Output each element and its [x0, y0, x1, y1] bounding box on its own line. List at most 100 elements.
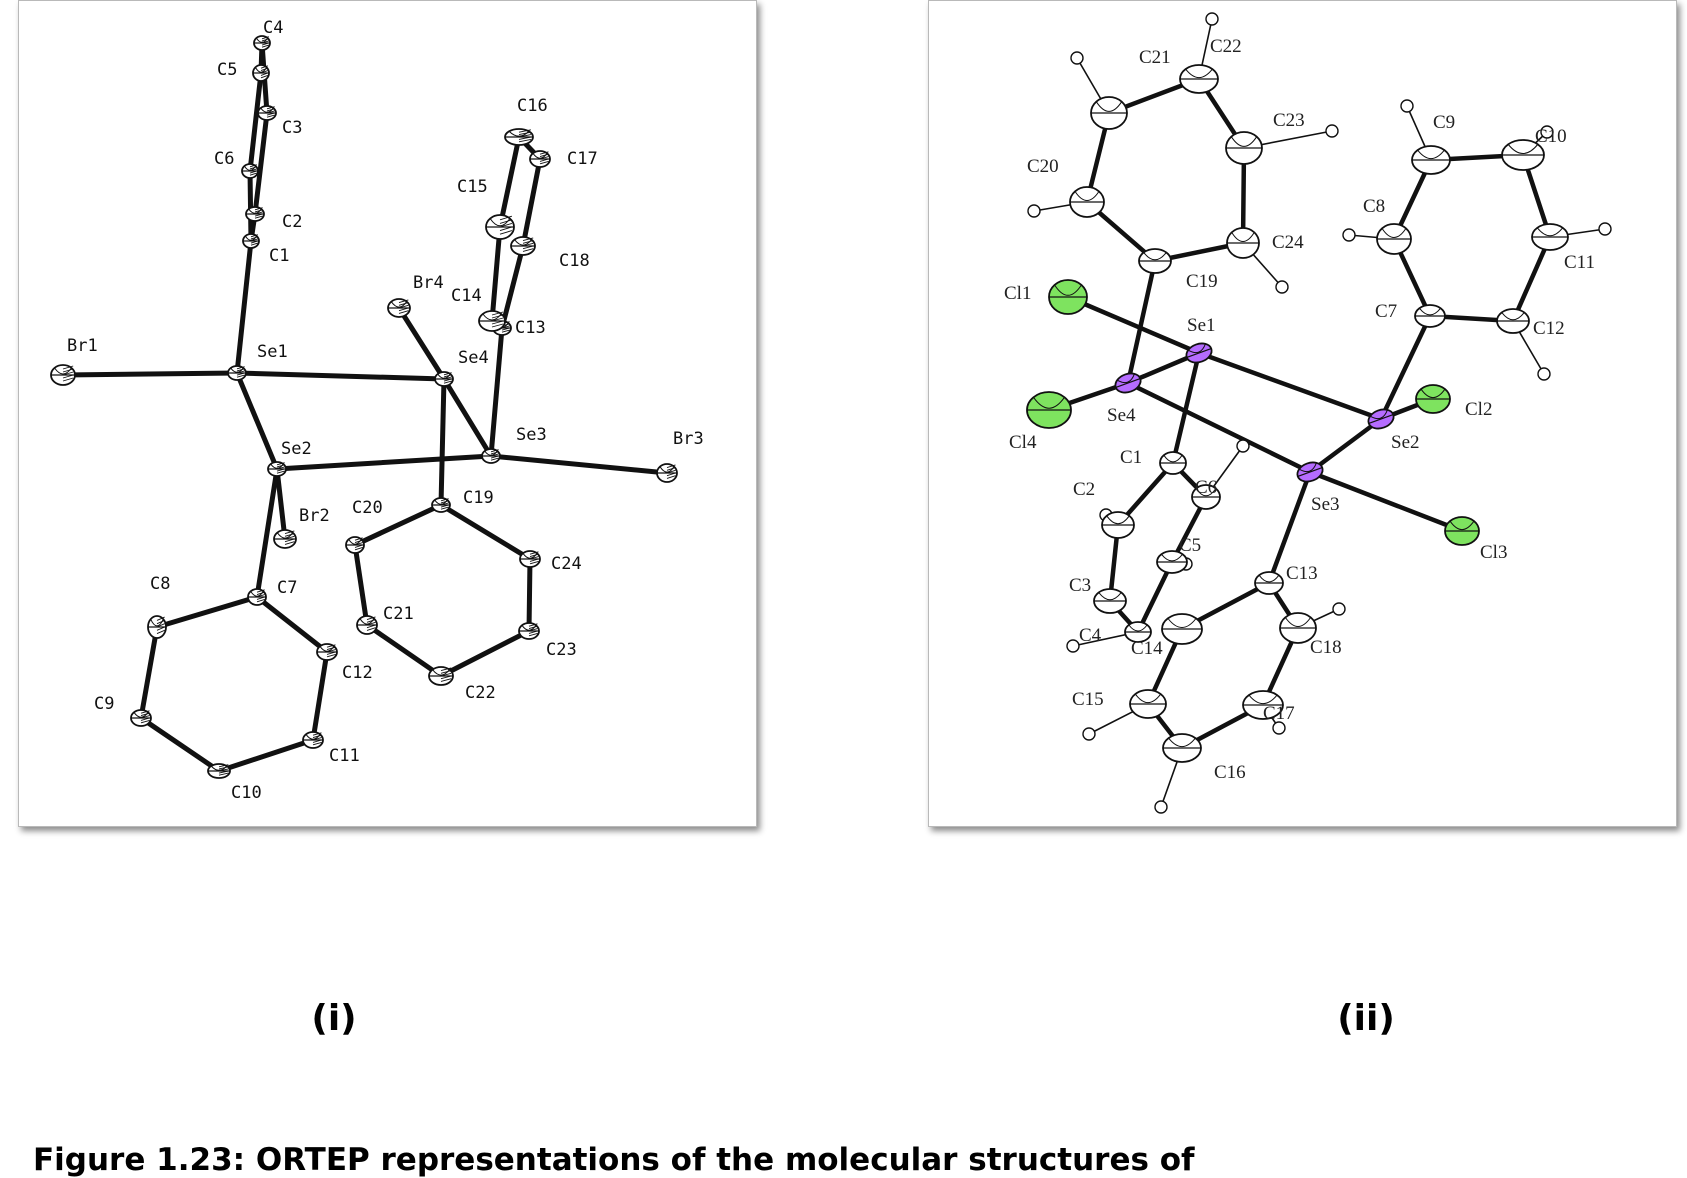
octant-shading	[666, 469, 676, 474]
octant-shading	[261, 40, 269, 44]
octant-shading	[398, 299, 409, 304]
atom-c10	[207, 763, 231, 779]
atom-label-c11: C11	[1564, 252, 1595, 273]
bond-se3-c13	[488, 325, 505, 459]
octant-shading	[366, 619, 376, 623]
hydrogen-atom	[1400, 99, 1414, 113]
atom-label-c20: C20	[352, 498, 383, 518]
octant-shading	[249, 168, 257, 172]
octant-shading	[266, 108, 275, 112]
octant-shading	[62, 365, 74, 370]
atom-label-se1: Se1	[1187, 315, 1216, 336]
octant-shading	[398, 310, 409, 314]
bond-c11-c12	[1510, 234, 1553, 324]
octant-shading	[499, 215, 513, 221]
octant-shading	[250, 238, 258, 242]
atom-c20	[345, 536, 365, 554]
octant-shading	[518, 134, 531, 138]
panel-label-ii: (ii)	[1337, 998, 1395, 1039]
atom-c2	[245, 206, 265, 222]
atom-label-c19: C19	[1186, 271, 1218, 292]
principal-axis	[1098, 592, 1122, 601]
atom-label-c17: C17	[1263, 703, 1295, 724]
atoms	[50, 35, 678, 779]
octant-shading	[140, 712, 150, 717]
octant-shading	[528, 623, 538, 627]
principal-axis	[1115, 377, 1141, 389]
octant-shading	[528, 630, 538, 634]
octant-shading	[260, 67, 268, 72]
atom-se2	[1367, 408, 1395, 430]
atom-c11	[302, 731, 324, 749]
octant-shading	[266, 110, 275, 114]
bond-c11-c12	[310, 649, 330, 743]
hydrogen-atom	[1275, 280, 1289, 294]
octant-shading	[260, 72, 268, 76]
bond-c15-c16	[497, 134, 522, 230]
principal-axis	[1297, 466, 1323, 478]
atom-c1	[242, 233, 260, 249]
bond-se1-se2	[234, 370, 280, 472]
bond-se1-se4	[234, 370, 447, 382]
atom-c24	[519, 550, 541, 568]
atom-c20	[1069, 186, 1105, 218]
octant-shading	[326, 649, 336, 653]
atom-br3	[656, 463, 678, 483]
octant-shading	[254, 213, 263, 217]
octant-shading	[491, 317, 504, 322]
hydrogen-atom	[1598, 222, 1612, 236]
atom-label-se2: Se2	[1391, 432, 1420, 453]
bond-c12-c7	[254, 594, 330, 655]
octant-shading	[326, 651, 336, 655]
octant-shading	[443, 374, 452, 378]
octant-shading	[312, 734, 322, 739]
bond-se4-se3	[441, 376, 494, 459]
octant-shading	[528, 628, 538, 632]
atom-label-c3: C3	[1069, 575, 1091, 596]
atom-label-c23: C23	[546, 640, 577, 660]
atom-c5	[1156, 550, 1188, 574]
octant-shading	[62, 368, 74, 373]
hydrogen-atom	[1537, 367, 1551, 381]
atom-label-c1: C1	[269, 246, 289, 266]
atom-label-br3: Br3	[673, 429, 704, 449]
octant-shading	[398, 302, 409, 306]
octant-shading	[140, 710, 150, 714]
bond-se4-se3	[1125, 380, 1313, 475]
bond-se3-c13	[1266, 469, 1313, 586]
atom-label-c6: C6	[214, 149, 234, 169]
atom-c11	[1531, 223, 1569, 251]
octant-shading	[440, 500, 449, 504]
octant-shading	[312, 739, 322, 743]
octant-shading	[62, 374, 74, 379]
octant-shading	[276, 468, 285, 472]
atom-labels: C1C2C3C4C5C6C7C8C9C10C11C12C13C14C15C16C…	[67, 18, 704, 803]
octant-shading	[490, 457, 499, 461]
octant-shading	[236, 370, 245, 374]
principal-axis	[1074, 191, 1100, 201]
octant-shading	[236, 368, 245, 372]
octant-shading	[518, 129, 531, 133]
atom-label-c6: C6	[1195, 477, 1217, 498]
atom-label-c14: C14	[451, 286, 482, 306]
octant-shading	[354, 546, 363, 551]
bond-se2-se3	[274, 453, 494, 472]
atom-label-c14: C14	[1131, 638, 1163, 659]
hydrogen-atom	[1066, 639, 1080, 653]
octant-shading	[539, 160, 549, 165]
hydrogen-atom	[1325, 124, 1339, 138]
octant-shading	[529, 558, 539, 562]
atom-c13	[1254, 571, 1284, 595]
principal-axis	[1186, 347, 1212, 359]
bond-c9-c10	[138, 715, 222, 774]
bond-se2-c7	[254, 466, 280, 600]
principal-axis	[1420, 388, 1446, 399]
atom-label-c5: C5	[1179, 535, 1201, 556]
bond-se2-se3	[1307, 416, 1384, 475]
principal-axis	[1033, 397, 1065, 409]
octant-shading	[312, 737, 322, 741]
atom-c10	[1501, 139, 1545, 171]
hydrogen-atom	[1236, 439, 1250, 453]
atom-label-c13: C13	[1286, 563, 1318, 584]
atom-c15	[485, 214, 515, 240]
